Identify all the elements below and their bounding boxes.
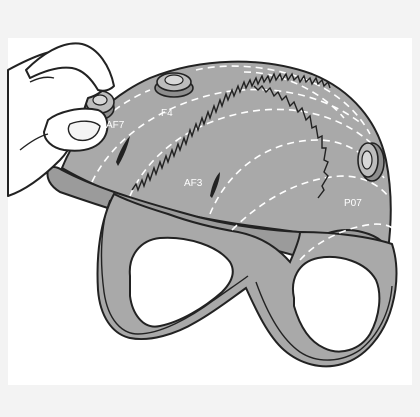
label-af3: AF3 [184,178,203,189]
label-p07: P07 [344,198,362,209]
ear-hole-left [130,238,233,327]
label-f4: F4 [161,108,173,119]
label-af7: AF7 [106,120,125,131]
electrode-f4 [155,73,193,97]
